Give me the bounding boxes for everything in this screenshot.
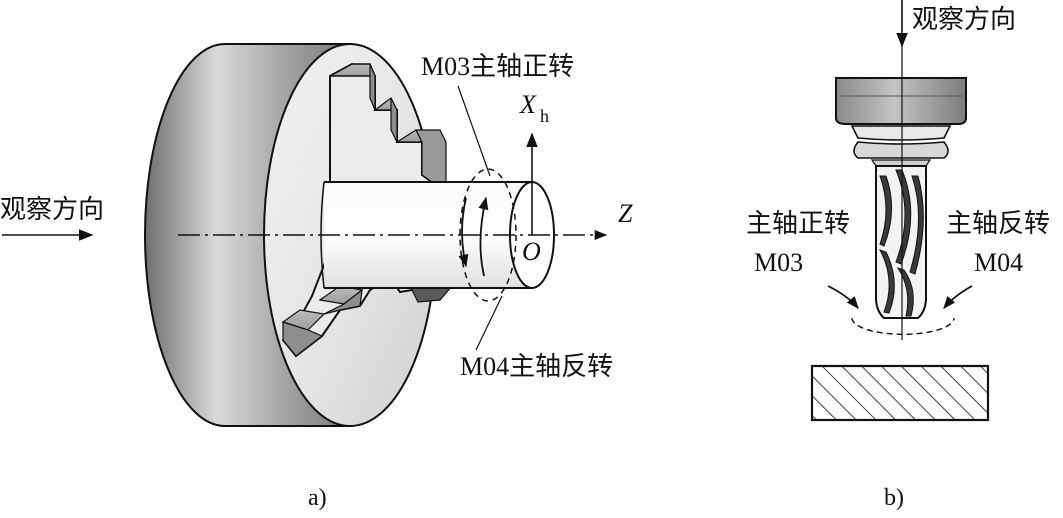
figure-b-view-direction-label: 观察方向 bbox=[912, 5, 1016, 34]
figure-b-milling: 观察方向 主轴正转 M03 主轴反转 M04 b bbox=[746, 0, 1050, 511]
origin-label: O bbox=[522, 237, 541, 266]
tool-collar bbox=[850, 125, 952, 141]
x-axis-subscript: h bbox=[540, 106, 549, 126]
figure-b-rotation-ring bbox=[851, 317, 955, 335]
figure-a-lathe: 观察方向 bbox=[0, 43, 633, 511]
m04-rotation-arrow bbox=[458, 197, 469, 268]
chuck-jaw-upper bbox=[329, 62, 447, 193]
figure-b-m03-arrow bbox=[827, 285, 859, 309]
z-axis-label: Z bbox=[618, 199, 633, 228]
figure-b-reverse-code: M04 bbox=[974, 248, 1023, 277]
figure-a-m04-leader bbox=[475, 295, 503, 351]
x-axis-label: X bbox=[519, 90, 537, 119]
figure-a-view-direction-label: 观察方向 bbox=[0, 195, 104, 224]
figure-b-caption: b) bbox=[884, 485, 904, 511]
figure-a-caption: a) bbox=[308, 485, 327, 511]
figure-b-forward-code: M03 bbox=[754, 248, 803, 277]
figure-b-forward-text: 主轴正转 bbox=[746, 209, 850, 238]
figure-b-workpiece bbox=[810, 364, 990, 422]
figure-a-m03-leader bbox=[457, 85, 491, 177]
figure-a-m04-label: M04主轴反转 bbox=[460, 352, 613, 381]
figure-b-reverse-text: 主轴反转 bbox=[946, 209, 1050, 238]
m03-rotation-arrow bbox=[478, 196, 489, 277]
rotation-ring bbox=[459, 168, 517, 302]
figure-a-m03-label: M03主轴正转 bbox=[421, 52, 574, 81]
end-mill-flutes bbox=[878, 169, 924, 317]
tool-holder bbox=[835, 77, 967, 125]
figure-b-m04-arrow bbox=[943, 285, 973, 309]
